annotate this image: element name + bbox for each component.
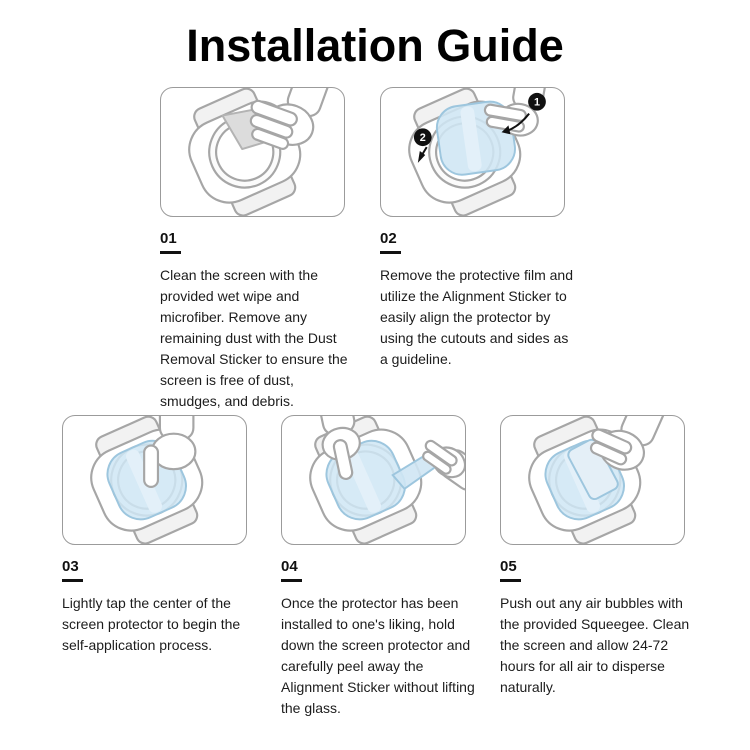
step-number-underline: [500, 579, 521, 582]
step-03-illustration: [74, 416, 220, 544]
step-number: 04: [281, 558, 298, 575]
tapping-finger-icon: [143, 416, 197, 488]
arrowhead: [417, 151, 426, 163]
step-number: 01: [160, 230, 177, 247]
step-text: Lightly tap the center of the screen pro…: [62, 594, 241, 653]
step-number-underline: [281, 579, 302, 582]
step-card-02: 1 2 02 Remove the protective film and ut…: [380, 87, 576, 370]
step-number: 02: [380, 230, 397, 247]
step-card-05: 05 Push out any air bubbles with the pro…: [500, 415, 696, 698]
step-02-illustration: 1 2: [392, 88, 549, 216]
step-04-illustration: [293, 416, 465, 544]
step-text: Clean the screen with the provided wet w…: [160, 266, 348, 409]
badge-2-number: 2: [420, 132, 426, 144]
step-number-underline: [62, 579, 83, 582]
step-number: 05: [500, 558, 517, 575]
step-05-illustration-frame: [500, 415, 685, 545]
step-03-illustration-frame: [62, 415, 247, 545]
step-number: 03: [62, 558, 79, 575]
step-text: Remove the protective film and utilize t…: [380, 266, 573, 367]
step-01-illustration: [172, 88, 334, 216]
step-02-illustration-frame: 1 2: [380, 87, 565, 217]
step-number-underline: [380, 251, 401, 254]
step-05-illustration: [512, 416, 668, 544]
step-01-illustration-frame: [160, 87, 345, 217]
step-text: Once the protector has been installed to…: [281, 594, 475, 716]
page-title: Installation Guide: [186, 20, 564, 71]
step-04-illustration-frame: [281, 415, 466, 545]
step-card-04: 04 Once the protector has been installed…: [281, 415, 481, 719]
gripping-hand-icon: [589, 416, 668, 471]
step-badge-1: 1: [501, 92, 546, 135]
step-card-03: 03 Lightly tap the center of the screen …: [62, 415, 262, 656]
badge-1-number: 1: [534, 97, 540, 109]
arrowhead: [501, 125, 511, 135]
hand-icon: [249, 88, 334, 150]
peeling-hand-icon: [422, 439, 465, 491]
step-badge-2: 2: [413, 128, 432, 163]
step-card-01: 01 Clean the screen with the provided we…: [160, 87, 356, 412]
step-text: Push out any air bubbles with the provid…: [500, 594, 690, 695]
pressing-finger-icon: [316, 416, 361, 481]
step-number-underline: [160, 251, 181, 254]
